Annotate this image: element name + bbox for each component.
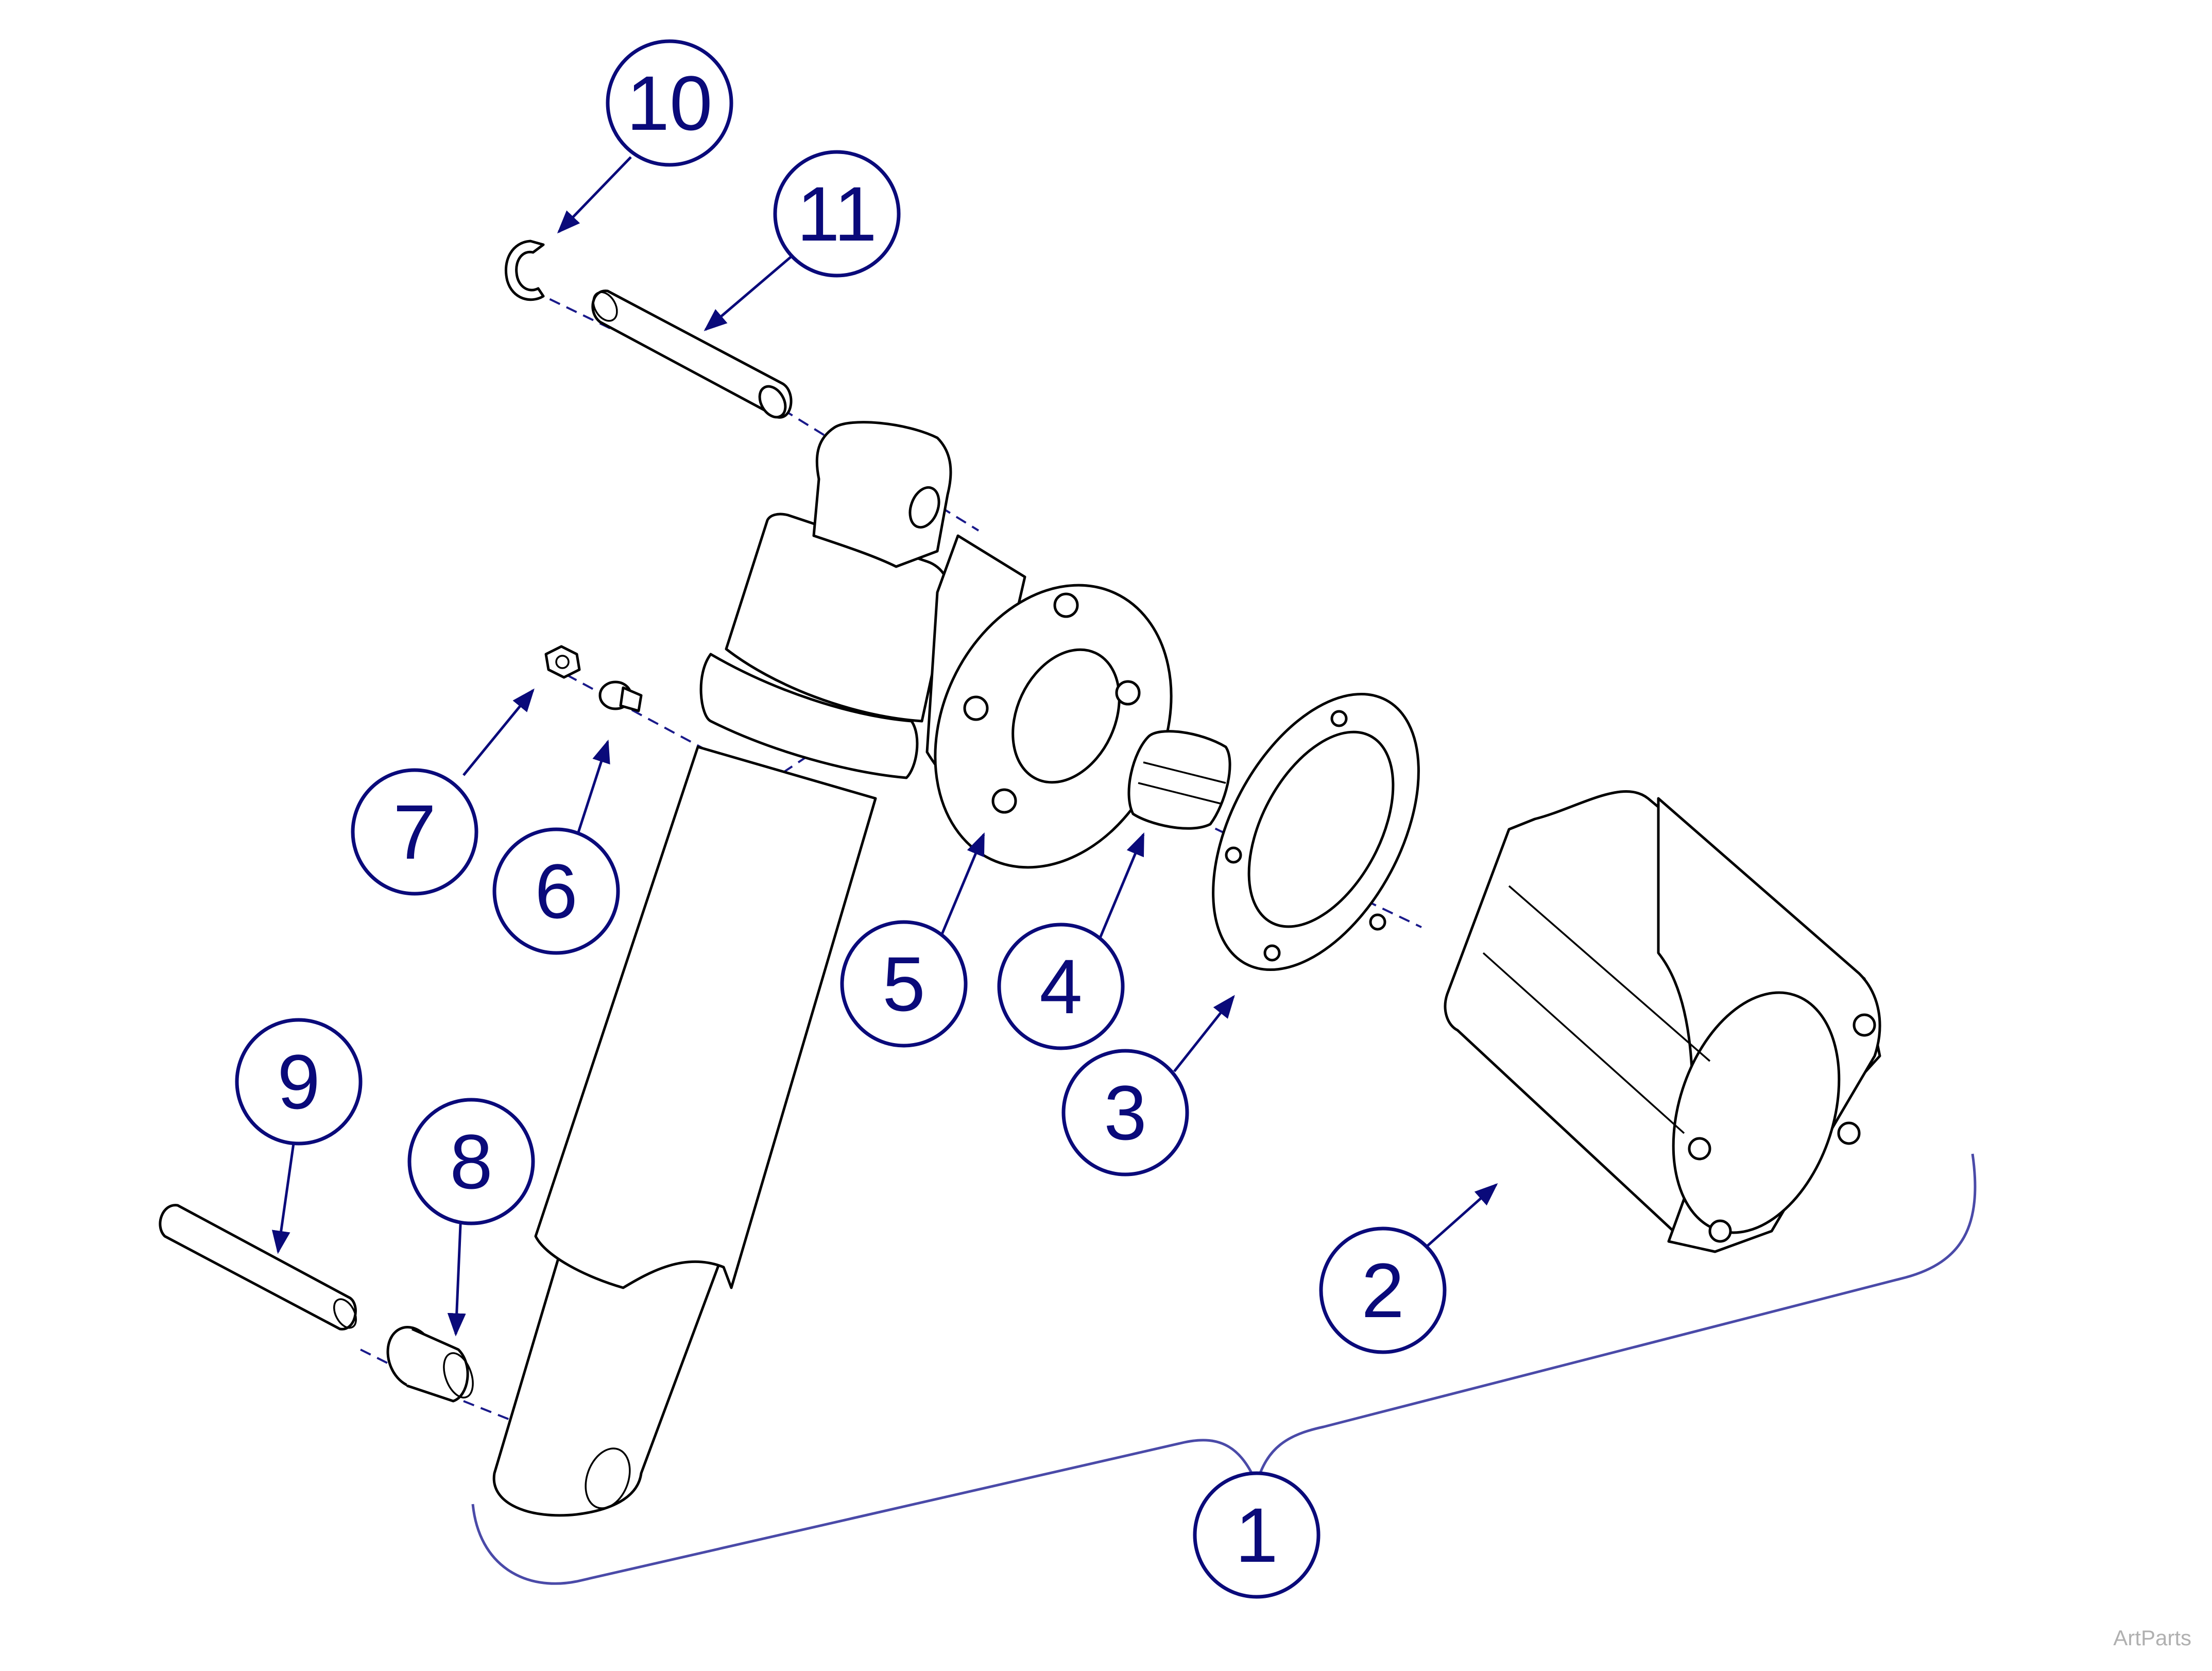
callout-5: 5 [840, 920, 968, 1048]
callout-label: 4 [1039, 943, 1082, 1030]
callout-label: 10 [627, 60, 713, 146]
nut-part [544, 645, 581, 679]
leader-lines [271, 156, 1498, 1337]
callout-4: 4 [997, 923, 1125, 1050]
callout-label: 3 [1104, 1069, 1146, 1156]
retaining-ring-part [504, 240, 545, 301]
callout-7: 7 [351, 768, 478, 896]
callout-label: 11 [797, 170, 877, 257]
gasket-part [1212, 692, 1420, 971]
callout-8: 8 [407, 1098, 535, 1225]
callout-1: 1 [1193, 1471, 1321, 1599]
callout-label: 6 [535, 848, 577, 934]
callout-label: 1 [1235, 1492, 1278, 1578]
small-screw-part [598, 680, 643, 712]
callout-label: 7 [393, 789, 436, 875]
motor-part [1444, 790, 1881, 1253]
callout-label: 2 [1361, 1247, 1404, 1334]
callout-label: 5 [882, 941, 925, 1027]
watermark-text: ArtParts [2113, 1626, 2191, 1650]
cylinder-body-part [492, 421, 1173, 1517]
callout-11: 11 [773, 150, 901, 278]
callout-3: 3 [1061, 1049, 1189, 1176]
callout-6: 6 [492, 827, 620, 955]
bushing-part [386, 1326, 474, 1403]
coupler-part [1127, 730, 1231, 830]
callout-10: 10 [606, 39, 733, 167]
callout-2: 2 [1319, 1226, 1447, 1354]
top-pin-part [591, 289, 793, 419]
callout-9: 9 [235, 1018, 363, 1146]
callout-label: 9 [277, 1038, 320, 1125]
callout-label: 8 [450, 1118, 492, 1205]
long-pin-part [159, 1204, 357, 1331]
